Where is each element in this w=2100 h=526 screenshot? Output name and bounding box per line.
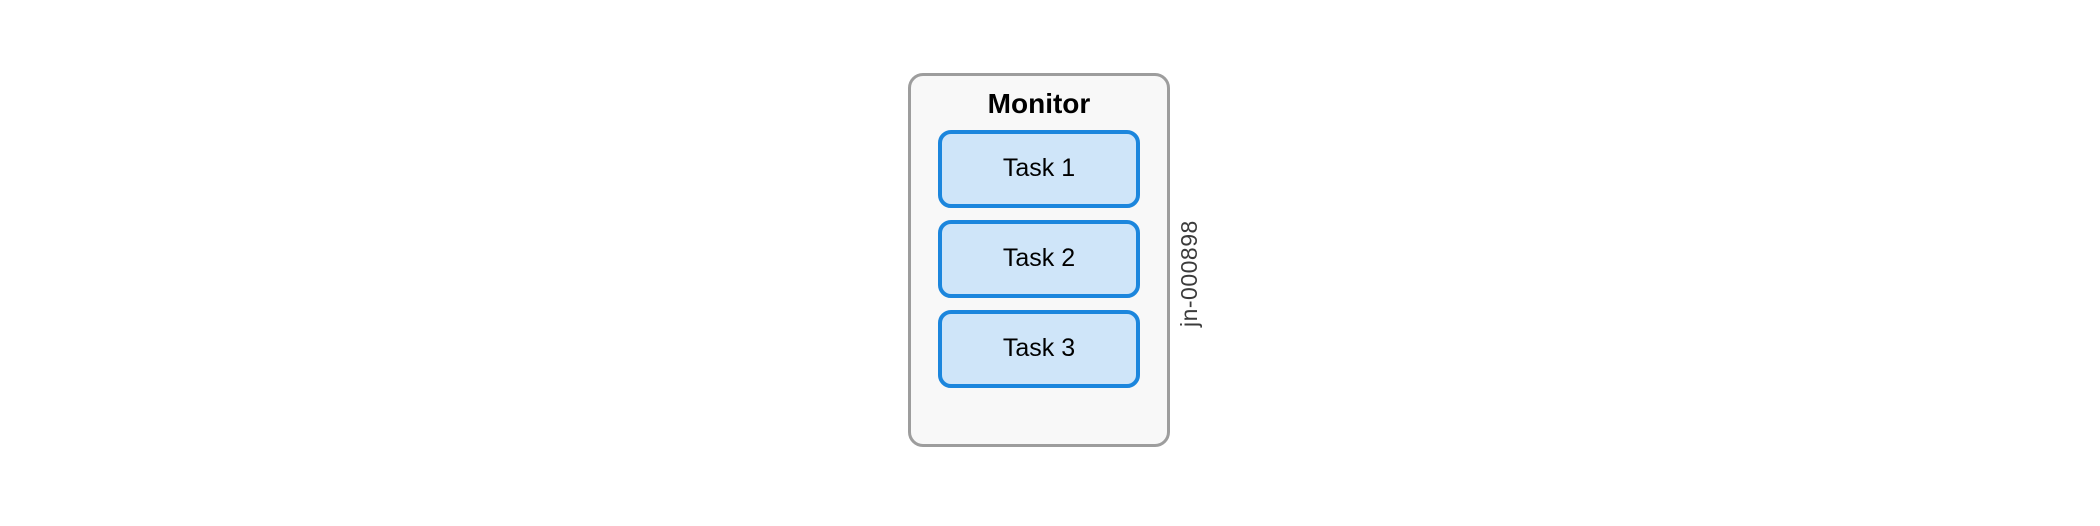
monitor-container: Monitor Task 1 Task 2 Task 3 [908, 73, 1170, 447]
task-box[interactable]: Task 1 [938, 129, 1140, 208]
task-box[interactable]: Task 2 [938, 219, 1140, 298]
task-label: Task 3 [1002, 334, 1076, 363]
task-label: Task 2 [1002, 244, 1076, 273]
watermark-label: jn-000898 [1176, 220, 1202, 327]
task-label: Task 1 [1002, 154, 1076, 183]
task-box[interactable]: Task 3 [938, 309, 1140, 388]
task-list: Task 1 Task 2 Task 3 [938, 129, 1140, 388]
monitor-title: Monitor [987, 88, 1091, 119]
